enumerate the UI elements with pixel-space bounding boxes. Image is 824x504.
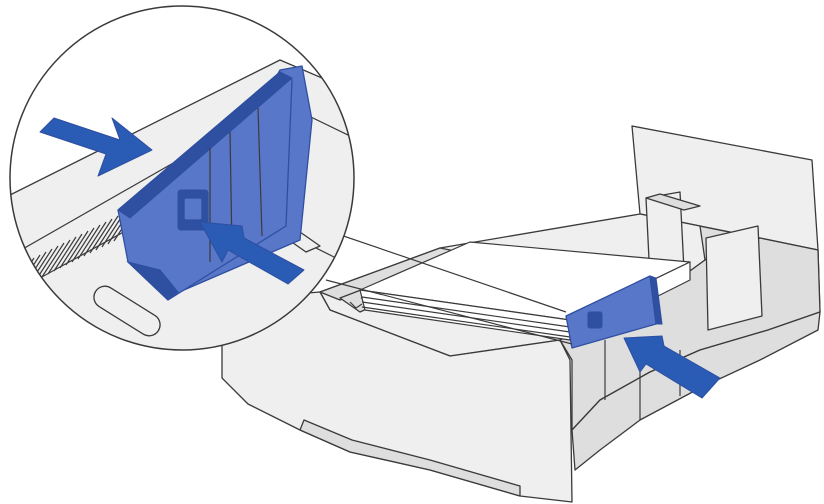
hatch-line: [71, 227, 95, 263]
paper-edge-line: [361, 306, 571, 338]
tray-side-guide-top: [645, 193, 701, 211]
hatch-line: [53, 236, 77, 272]
hatch-line: [65, 230, 89, 266]
rib-tooth: [349, 301, 363, 309]
arrow-right-icon: [39, 117, 153, 177]
hatch-line: [59, 233, 83, 269]
arrow-right-icon: [199, 221, 305, 285]
hatch-line: [47, 239, 71, 275]
zoom-projection-line-top: [319, 227, 567, 313]
length-guide-tray: [565, 275, 663, 349]
zoom-circle-outline: [9, 5, 355, 351]
zoom-arrow-press-top: [39, 117, 153, 177]
zoom-guide-rib-3: [257, 107, 263, 237]
hatch-line: [89, 218, 113, 254]
tray-handle-recess: [299, 419, 521, 497]
hatch-line: [17, 254, 41, 290]
hatch-line: [41, 242, 65, 278]
hatch-line: [10, 263, 23, 299]
arrow-right-icon: [623, 335, 721, 399]
hatch-line: [11, 257, 35, 293]
paper-edge-line: [361, 296, 571, 328]
hatch-line: [10, 260, 29, 296]
hatch-line: [95, 215, 119, 251]
tray-right-guide: [705, 225, 763, 331]
hatch-line: [10, 269, 11, 305]
length-guide-edge: [649, 275, 663, 325]
zoom-oval-slot: [93, 285, 161, 337]
hatch-line: [77, 224, 101, 260]
length-guide-tab[interactable]: [587, 311, 603, 329]
zoom-guide-release-tab-inner: [183, 197, 203, 221]
tray-arrow-press-tab: [623, 335, 721, 399]
zoom-arrow-press-tab: [199, 221, 305, 285]
hatch-line: [10, 266, 17, 302]
zoom-projection-line-bottom: [325, 279, 573, 345]
hatch-line: [83, 221, 107, 257]
tray-front-face: [221, 291, 573, 503]
tray-skirt: [571, 311, 821, 471]
zoom-guide-foot: [126, 261, 179, 301]
zoom-guide-top-lip: [117, 71, 293, 219]
